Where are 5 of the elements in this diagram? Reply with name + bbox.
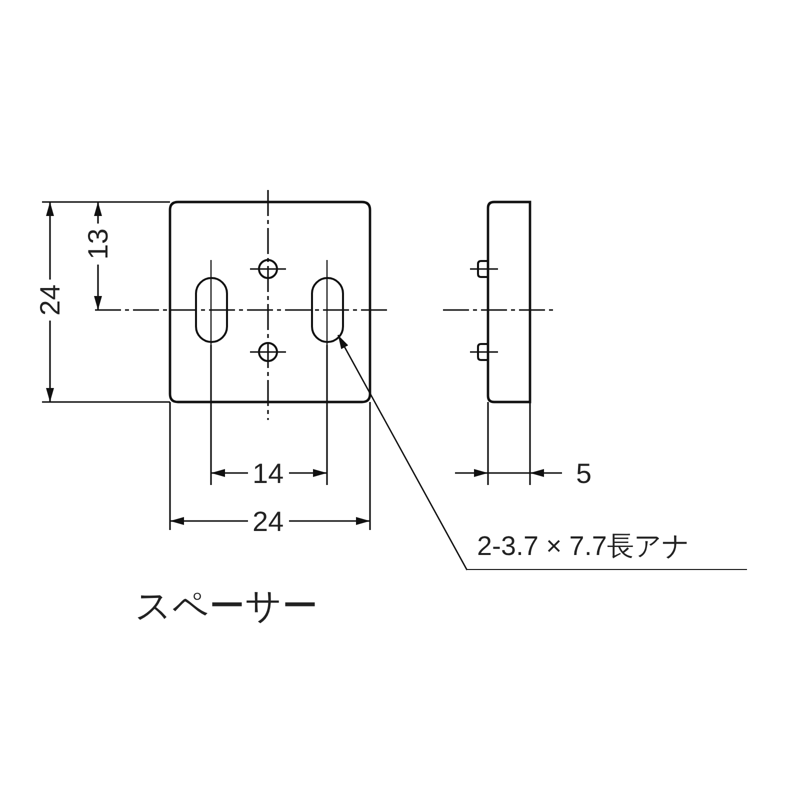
leader-line [337,334,468,570]
slot-hole [195,277,228,343]
callout-label: 2-3.7 × 7.7長アナ [467,526,747,570]
slot-hole [311,277,344,343]
caption: スペーサー [135,584,318,628]
